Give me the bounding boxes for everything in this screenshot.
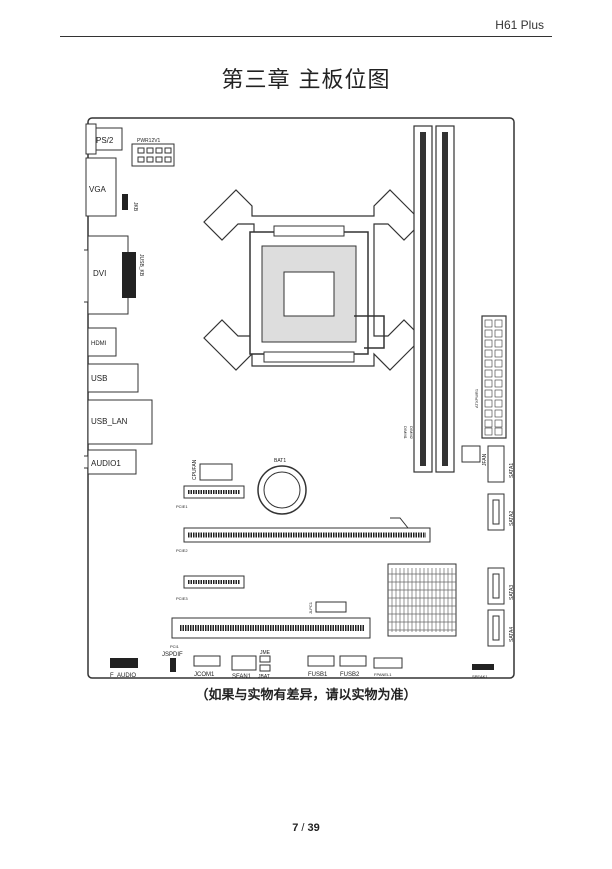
fusb1-header bbox=[307, 655, 335, 667]
chapter-title: 第三章 主板位图 bbox=[221, 68, 391, 93]
pci1-label: PCI1 bbox=[170, 644, 180, 649]
jbat-header bbox=[259, 664, 271, 672]
page-number: 7 / 39 bbox=[0, 822, 612, 834]
pcie1-label: PCIE1 bbox=[176, 504, 188, 509]
fusb2-label: FUSB2 bbox=[340, 672, 360, 678]
hdmi-port bbox=[87, 327, 117, 357]
hdmi-label: HDMI bbox=[91, 341, 107, 347]
page-current: 7 bbox=[292, 822, 299, 834]
battery-label: BAT1 bbox=[274, 458, 286, 464]
cpufan-header bbox=[199, 463, 233, 481]
sata1-port bbox=[487, 445, 505, 483]
ps2-label: PS/2 bbox=[96, 136, 114, 145]
sata2-label: SATA2 bbox=[509, 511, 515, 526]
pcie2-label: PCIE2 bbox=[176, 548, 188, 553]
jcom-header bbox=[193, 655, 221, 667]
pwr12v-label: PWR12V1 bbox=[137, 138, 161, 144]
f-audio-label: F_AUDIO bbox=[110, 673, 136, 679]
usb-port bbox=[87, 363, 139, 393]
speaker-header bbox=[472, 664, 494, 670]
jspdif-header bbox=[170, 658, 176, 672]
sata3-label: SATA3 bbox=[509, 585, 515, 600]
usb-lan-label: USB_LAN bbox=[91, 417, 128, 426]
jfan-label: JFAN bbox=[482, 453, 488, 466]
fusb1-label: FUSB1 bbox=[308, 672, 328, 678]
usb-lan-port bbox=[87, 399, 153, 445]
disclaimer-caption: （如果与实物有差异，请以实物为准） bbox=[195, 688, 417, 703]
pwr12v-connector bbox=[131, 143, 175, 167]
jcom-label: JCOM1 bbox=[194, 672, 215, 678]
dvi-label: DVI bbox=[93, 269, 106, 278]
header-rule bbox=[60, 36, 552, 37]
document-header-title: H61 Plus bbox=[495, 18, 544, 32]
jfan-header bbox=[461, 445, 481, 463]
jbat-label: JBAT bbox=[258, 674, 270, 680]
jusb-kb-header bbox=[122, 252, 136, 298]
vga-label: VGA bbox=[89, 185, 107, 194]
usb-label: USB bbox=[91, 374, 107, 383]
jlpc-header bbox=[315, 601, 347, 613]
audio1-label: AUDIO1 bbox=[91, 459, 121, 468]
chipset-heatsink bbox=[387, 563, 457, 637]
fpanel-label: FPANEL1 bbox=[374, 672, 392, 677]
jkb-label: JKB bbox=[132, 202, 138, 212]
sata4-label: SATA4 bbox=[509, 627, 515, 642]
sfan-header bbox=[231, 655, 257, 671]
sfan-label: SFAN1 bbox=[232, 674, 252, 680]
page-separator: / bbox=[298, 822, 308, 834]
vga-port bbox=[85, 157, 117, 217]
dimm1-label: DIMM1 bbox=[403, 426, 408, 440]
jusb-kb-label: JUSB_KB bbox=[138, 254, 144, 277]
fpanel-header bbox=[373, 657, 403, 669]
atx-power-label: ATXPWR1 bbox=[474, 388, 479, 408]
jspdif-label: JSPDIF bbox=[162, 652, 183, 658]
pcie3-label: PCIE3 bbox=[176, 596, 188, 601]
sata1-label: SATA1 bbox=[509, 463, 515, 478]
page-total: 39 bbox=[307, 822, 320, 834]
speaker-label: SPEAK1 bbox=[472, 674, 488, 679]
motherboard-layout-diagram: PS/2 VGA DVI HDMI USB USB_LAN AUDIO1 PWR… bbox=[84, 117, 515, 680]
jkb-header bbox=[122, 194, 128, 210]
cpufan-label: CPUFAN bbox=[192, 459, 198, 480]
audio1-port bbox=[87, 449, 137, 475]
f-audio-header bbox=[110, 658, 138, 668]
jme-label: JME bbox=[260, 650, 271, 656]
fusb2-header bbox=[339, 655, 367, 667]
jlpc-label: JLPC1 bbox=[308, 601, 313, 614]
jme-header bbox=[259, 655, 271, 663]
dvi-port bbox=[87, 235, 129, 315]
dimm2-label: DIMM2 bbox=[409, 426, 414, 440]
